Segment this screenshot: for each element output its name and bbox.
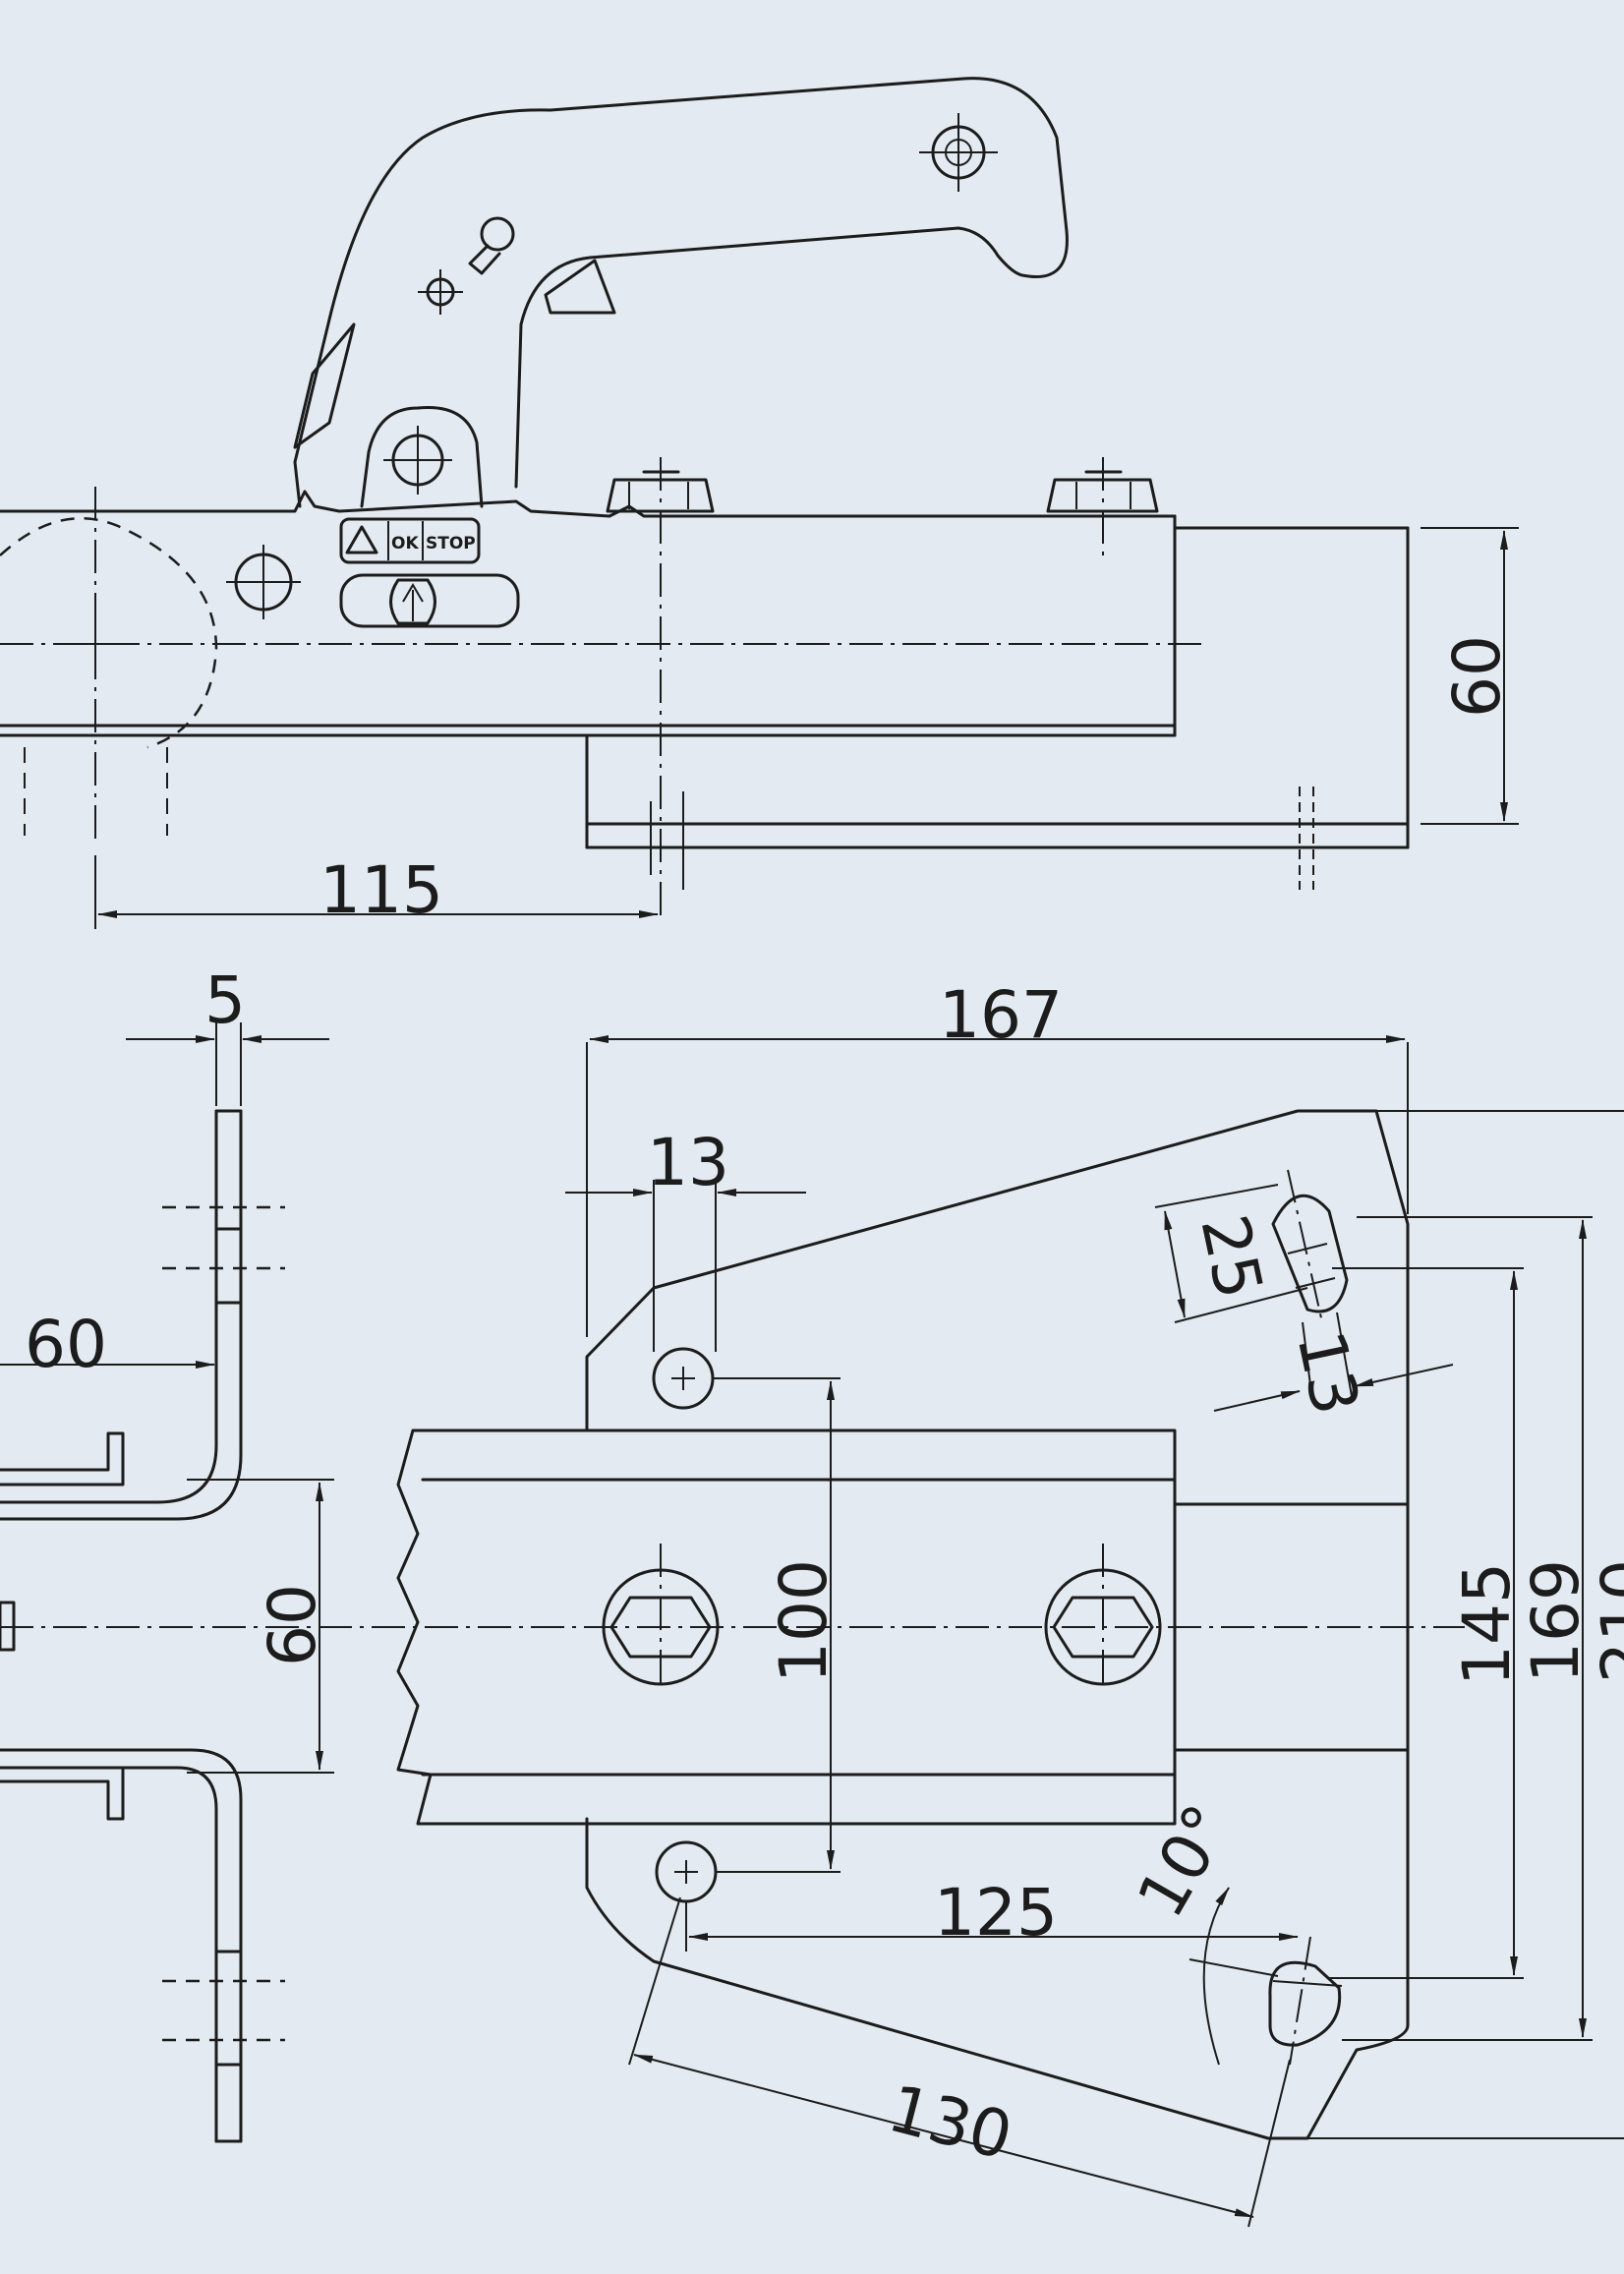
ear-target-icon (383, 426, 452, 495)
dim-60-bracket: 60 (255, 1584, 330, 1666)
label-ok: OK (391, 534, 419, 554)
plan-view: 167 13 25 13 100 145 169 21 (396, 977, 1624, 2228)
ball-socket-circle (0, 516, 218, 749)
pivot-target-icon (919, 113, 998, 192)
slot-top (1271, 1169, 1349, 1323)
dim-60-left: 60 (25, 1307, 107, 1382)
dim-13-top: 13 (647, 1125, 729, 1200)
dim-100: 100 (766, 1559, 841, 1683)
indicator-knob (389, 578, 436, 625)
dim-25: 25 (1186, 1208, 1277, 1305)
hole-bottom (655, 1840, 718, 1903)
bolt-hex-left (602, 1544, 720, 1691)
dim-130: 130 (881, 2070, 1019, 2175)
bolt-hex-right (1044, 1544, 1162, 1691)
indicator-window (339, 573, 520, 628)
pivot-ear (360, 405, 484, 508)
lever-finger-plate (544, 259, 616, 315)
bracket-side-view: 5 60 60 (0, 962, 334, 2143)
bracket-outline-top (0, 1109, 218, 1504)
dim-167: 167 (939, 977, 1063, 1053)
keyhole-icon (480, 216, 515, 252)
warning-triangle-icon (345, 525, 378, 554)
coupling-body-top (0, 490, 1177, 518)
side-view: OK STOP 60 (0, 77, 1519, 929)
dim-5: 5 (204, 962, 246, 1038)
lever-lip (293, 322, 356, 449)
dim-169: 169 (1518, 1559, 1594, 1683)
arrow-up-icon (402, 583, 424, 621)
drawbar-outline (396, 1429, 1177, 1826)
body-target-icon (226, 545, 301, 619)
keyhole-slot (468, 244, 501, 275)
mounting-plate-outline (585, 1109, 1410, 2140)
dim-115: 115 (319, 852, 443, 928)
dim-60-side: 60 (1439, 635, 1515, 718)
lever-handle (293, 77, 1069, 508)
hole-top (652, 1347, 715, 1410)
slot-bottom (1268, 1936, 1343, 2066)
small-target-icon (418, 269, 463, 315)
dim-145: 145 (1449, 1562, 1525, 1686)
dim-10-degrees: 10° (1123, 1792, 1246, 1930)
warning-label (339, 517, 481, 564)
dim-125: 125 (934, 1875, 1058, 1951)
dim-13-slot: 13 (1282, 1324, 1373, 1421)
dim-210-partial: 210 (1588, 1559, 1624, 1683)
label-stop: STOP (426, 534, 476, 554)
